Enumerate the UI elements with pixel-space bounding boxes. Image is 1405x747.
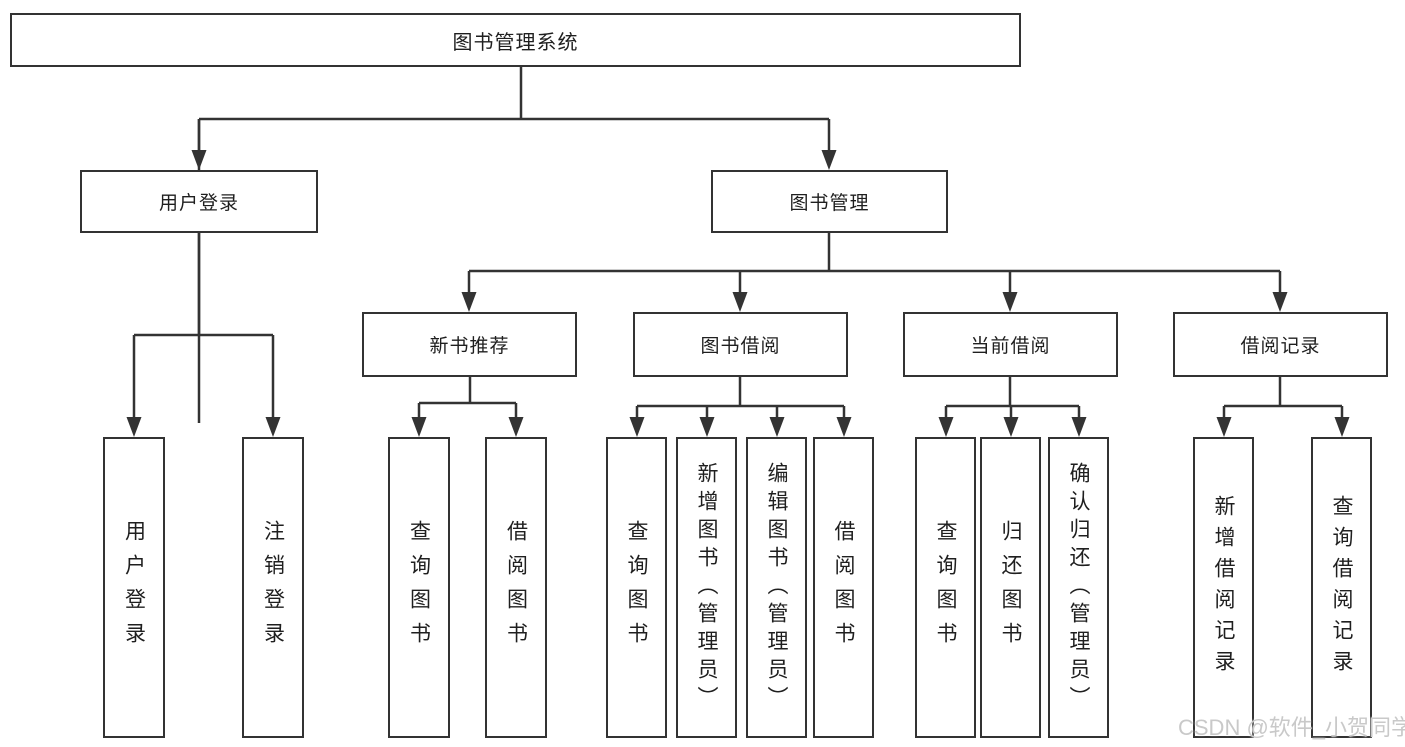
node-library-management-system: 图书管理系统 <box>10 13 1021 67</box>
node-label: 查询图书 <box>934 519 957 656</box>
node-user-login: 用户登录 <box>80 170 318 233</box>
arrowheads <box>126 150 1350 437</box>
leaf-query-borrow-record: 查询借阅记录 <box>1311 437 1372 738</box>
node-label: 查询图书 <box>625 519 648 656</box>
node-label: 图书管理 <box>789 193 870 214</box>
leaf-query-books-borrow: 查询图书 <box>606 437 667 738</box>
node-label: 新书推荐 <box>429 336 510 357</box>
node-book-borrowing: 图书借阅 <box>633 312 848 377</box>
node-label: 当前借阅 <box>970 336 1051 357</box>
node-label: 查询图书 <box>407 519 431 656</box>
node-label: 查询借阅记录 <box>1330 494 1353 681</box>
node-label: 确认归还（管理员） <box>1067 461 1090 714</box>
node-label: 借阅图书 <box>504 519 528 656</box>
leaf-confirm-return-admin: 确认归还（管理员） <box>1048 437 1109 738</box>
leaf-add-borrow-record: 新增借阅记录 <box>1193 437 1254 738</box>
leaf-borrow-books-recommend: 借阅图书 <box>485 437 547 738</box>
leaf-logout: 注销登录 <box>242 437 304 738</box>
leaf-user-login: 用户登录 <box>103 437 165 738</box>
node-label: 借阅记录 <box>1240 336 1321 357</box>
node-label: 用户登录 <box>122 519 146 656</box>
leaf-add-book-admin: 新增图书（管理员） <box>676 437 737 738</box>
node-new-book-recommend: 新书推荐 <box>362 312 577 377</box>
node-borrowing-records: 借阅记录 <box>1173 312 1388 377</box>
node-label: 新增借阅记录 <box>1212 494 1235 681</box>
node-book-management: 图书管理 <box>711 170 948 233</box>
node-label: 新增图书（管理员） <box>695 461 718 714</box>
leaf-query-books-recommend: 查询图书 <box>388 437 450 738</box>
leaf-return-books: 归还图书 <box>980 437 1041 738</box>
leaf-query-books-current: 查询图书 <box>915 437 976 738</box>
node-label: 归还图书 <box>999 519 1022 656</box>
csdn-watermark: CSDN @软件_小贺同学 <box>1178 715 1405 740</box>
node-current-borrowing: 当前借阅 <box>903 312 1118 377</box>
node-label: 图书借阅 <box>700 336 781 357</box>
node-label: 注销登录 <box>261 519 285 656</box>
leaf-borrow-books: 借阅图书 <box>813 437 874 738</box>
node-label: 借阅图书 <box>832 519 855 656</box>
node-label: 图书管理系统 <box>452 31 579 54</box>
node-label: 编辑图书（管理员） <box>765 461 788 714</box>
node-label: 用户登录 <box>158 193 239 214</box>
leaf-edit-book-admin: 编辑图书（管理员） <box>746 437 807 738</box>
